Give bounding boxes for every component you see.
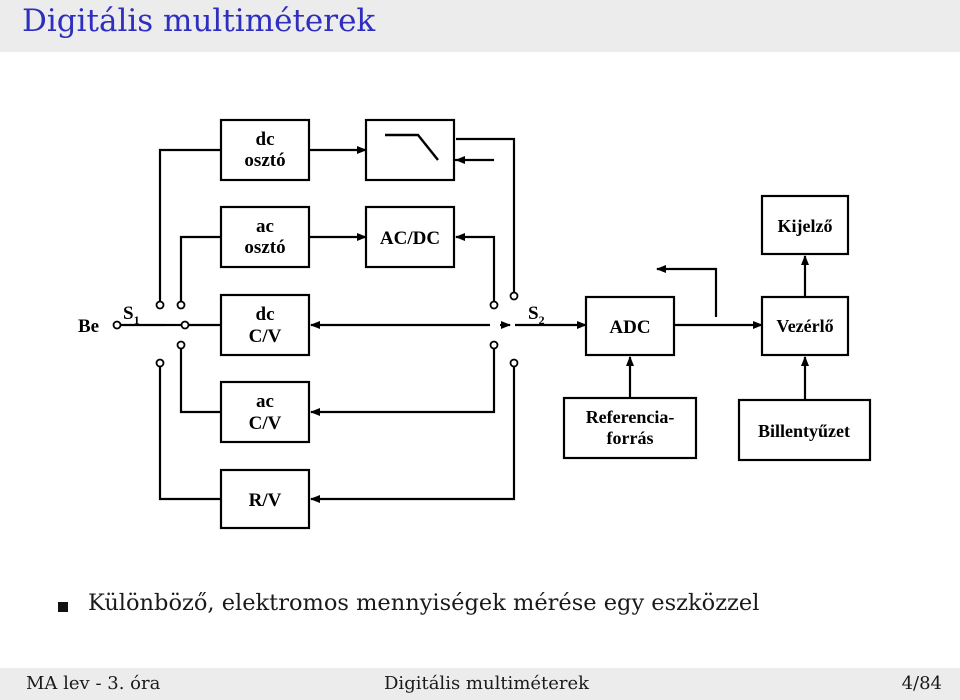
bullet-marker	[58, 602, 68, 612]
dc-cv-line1: dc	[256, 304, 275, 325]
adc-label: ADC	[609, 317, 650, 338]
switch2-label: S2	[528, 303, 545, 327]
rv-label: R/V	[249, 490, 282, 511]
vezerlo-label: Vezérlő	[776, 316, 833, 336]
lowpass-filter-symbol	[385, 133, 439, 161]
kijelzo-label: Kijelző	[778, 216, 833, 236]
footer-title: Digitális multiméterek	[384, 673, 590, 694]
dc-cv-line2: C/V	[249, 326, 282, 347]
acdc-label: AC/DC	[380, 228, 440, 249]
lowpass-filter-block	[364, 118, 456, 182]
referencia-line1: Referencia-	[586, 407, 675, 427]
kijelzo-block	[760, 194, 850, 256]
ac-cv-line2: C/V	[249, 413, 282, 434]
referencia-line2: forrás	[607, 428, 654, 448]
input-label: Be	[78, 316, 99, 337]
footer-page-number: 4/84	[901, 673, 942, 694]
footer-course: MA lev - 3. óra	[26, 673, 161, 694]
switch1-label: S1	[123, 303, 140, 327]
ac-cv-line1: ac	[256, 391, 274, 412]
ac-osszto-line2: osztó	[244, 237, 285, 258]
slide-title: Digitális multiméterek	[22, 3, 376, 39]
dc-osszto-line1: dc	[256, 129, 275, 150]
input-terminal	[112, 320, 122, 330]
bullet-text: Különböző, elektromos mennyiségek mérése…	[88, 590, 760, 616]
title-bar: Digitális multiméterek	[0, 0, 960, 52]
dc-osszto-line2: osztó	[244, 150, 285, 171]
footer-bar: MA lev - 3. óra Digitális multiméterek 4…	[0, 668, 960, 700]
ac-osszto-line1: ac	[256, 216, 274, 237]
billentyuzet-label: Billentyűzet	[758, 421, 850, 441]
